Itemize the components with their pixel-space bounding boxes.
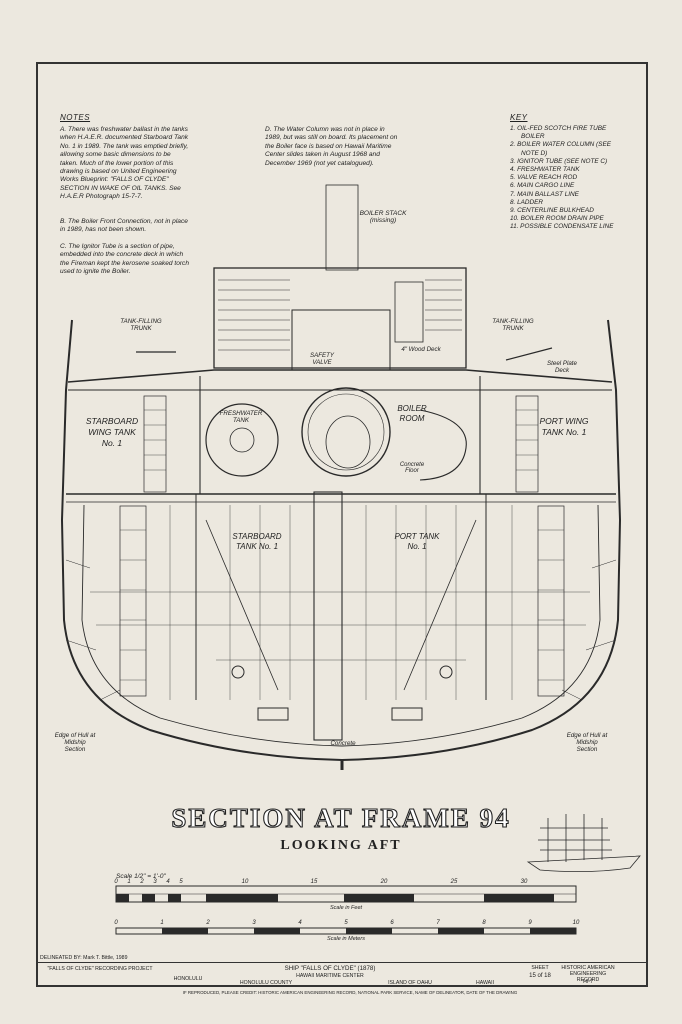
label-steel-plate-deck: Steel Plate Deck: [547, 360, 577, 374]
sheet-label: SHEET: [531, 965, 549, 971]
key-item: 8. LADDER: [510, 198, 544, 206]
scale-meter-tick: 4: [298, 920, 302, 926]
scale-feet-tick: 2: [140, 879, 144, 885]
label-concrete-floor: Concrete Floor: [399, 462, 425, 474]
scale-feet-tick: 15: [310, 879, 318, 885]
scale-feet-tick: 1: [127, 879, 131, 885]
ship-name: SHIP "FALLS OF CLYDE" (1878): [284, 965, 376, 972]
scale-feet-caption: Scale in Feet: [329, 905, 363, 911]
note-d: D. The Water Column was not in place in …: [265, 126, 398, 167]
sheet-number: 15 of 18: [529, 973, 551, 979]
location: HONOLULU: [173, 976, 203, 982]
maritime-center: HAWAII MARITIME CENTER: [296, 973, 364, 979]
scale-feet-tick: 10: [241, 879, 249, 885]
label-wood-deck: 4" Wood Deck: [401, 346, 441, 353]
note-a: A. There was freshwater ballast in the t…: [60, 126, 189, 201]
label-freshwater-tank: FRESHWATER TANK: [219, 410, 263, 424]
key-heading: KEY: [510, 113, 528, 122]
key-item: 4. FRESHWATER TANK: [510, 166, 580, 174]
label-edge-of-hull-stbd: Edge of Hull at Midship Section: [54, 732, 96, 753]
scale-feet-tick: 20: [380, 879, 388, 885]
label-boiler-room: BOILER ROOM: [397, 404, 427, 423]
key-item: 10. BOILER ROOM DRAIN PIPE: [510, 215, 604, 223]
label-safety-valve: SAFETY VALVE: [309, 352, 335, 366]
key-item: 11. POSSIBLE CONDENSATE LINE: [510, 223, 614, 231]
label-tank-filling-trunk-stbd: TANK-FILLING TRUNK: [120, 318, 162, 332]
delineator: DELINEATED BY: Mark T. Bittle, 1989: [40, 955, 128, 961]
scale-meters-caption: Scale in Meters: [327, 936, 365, 942]
label-concrete: Concrete: [330, 740, 356, 747]
county: HONOLULU COUNTY: [239, 980, 293, 986]
scale-feet-tick: 0: [114, 879, 118, 885]
record-name: HISTORIC AMERICAN ENGINEERING RECORD: [561, 965, 615, 983]
scale-meter-tick: 3: [252, 920, 256, 926]
scale-feet-tick: 25: [450, 879, 458, 885]
label-tank-filling-trunk-port: TANK-FILLING TRUNK: [492, 318, 534, 332]
scale-meter-tick: 0: [114, 920, 118, 926]
scale-meter-tick: 2: [206, 920, 210, 926]
scale-meter-tick: 7: [436, 920, 440, 926]
scale-meter-tick: 1: [160, 920, 164, 926]
state: HAWAII: [475, 980, 495, 986]
scale-meter-tick: 6: [390, 920, 394, 926]
project-name: "FALLS OF CLYDE" RECORDING PROJECT: [47, 966, 153, 972]
scale-meter-tick: 9: [528, 920, 532, 926]
drawing-border: [36, 62, 648, 987]
scale-meter-tick: 10: [572, 920, 580, 926]
key-item: 7. MAIN BALLAST LINE: [510, 190, 579, 198]
note-c: C. The Ignitor Tube is a section of pipe…: [60, 243, 190, 276]
scale-feet-tick: 4: [166, 879, 170, 885]
label-edge-of-hull-port: Edge of Hull at Midship Section: [566, 732, 608, 753]
title-block-line: [36, 962, 648, 963]
scale-meter-tick: 5: [344, 920, 348, 926]
scale-meter-tick: 8: [482, 920, 486, 926]
note-b: B. The Boiler Front Connection, not in p…: [60, 218, 188, 234]
key-list: 1. OIL-FED SCOTCH FIRE TUBE BOILER 2. BO…: [510, 125, 630, 232]
label-boiler-stack: BOILER STACK (missing): [359, 210, 407, 224]
notes-heading: NOTES: [60, 113, 91, 122]
key-item: 3. IGNITOR TUBE (SEE NOTE C): [510, 157, 608, 165]
label-port-wing-tank: PORT WING TANK No. 1: [539, 416, 589, 437]
record-number: HI-7: [583, 979, 593, 985]
key-item: 9. CENTERLINE BULKHEAD: [510, 207, 594, 215]
scale-feet-tick: 3: [153, 879, 157, 885]
scale-feet-tick: 30: [520, 879, 528, 885]
drawing-title: SECTION AT FRAME 94: [171, 802, 511, 833]
key-item: 6. MAIN CARGO LINE: [510, 182, 575, 190]
scale-feet-tick: 5: [179, 879, 183, 885]
island: ISLAND OF OAHU: [388, 980, 432, 986]
credit-line: IF REPRODUCED, PLEASE CREDIT: HISTORIC A…: [182, 990, 518, 995]
scale-label: Scale 1/2" = 1'-0": [116, 873, 166, 880]
drawing-subtitle: LOOKING AFT: [280, 838, 402, 853]
key-item: 5. VALVE REACH ROD: [510, 174, 578, 182]
key-item: 1. OIL-FED SCOTCH FIRE TUBE BOILER: [510, 125, 607, 141]
label-starboard-wing-tank: STARBOARD WING TANK No. 1: [85, 416, 139, 448]
label-starboard-tank: STARBOARD TANK No. 1: [232, 532, 282, 551]
key-item: 2. BOILER WATER COLUMN (SEE NOTE D): [510, 141, 611, 157]
label-port-tank: PORT TANK No. 1: [394, 532, 440, 551]
